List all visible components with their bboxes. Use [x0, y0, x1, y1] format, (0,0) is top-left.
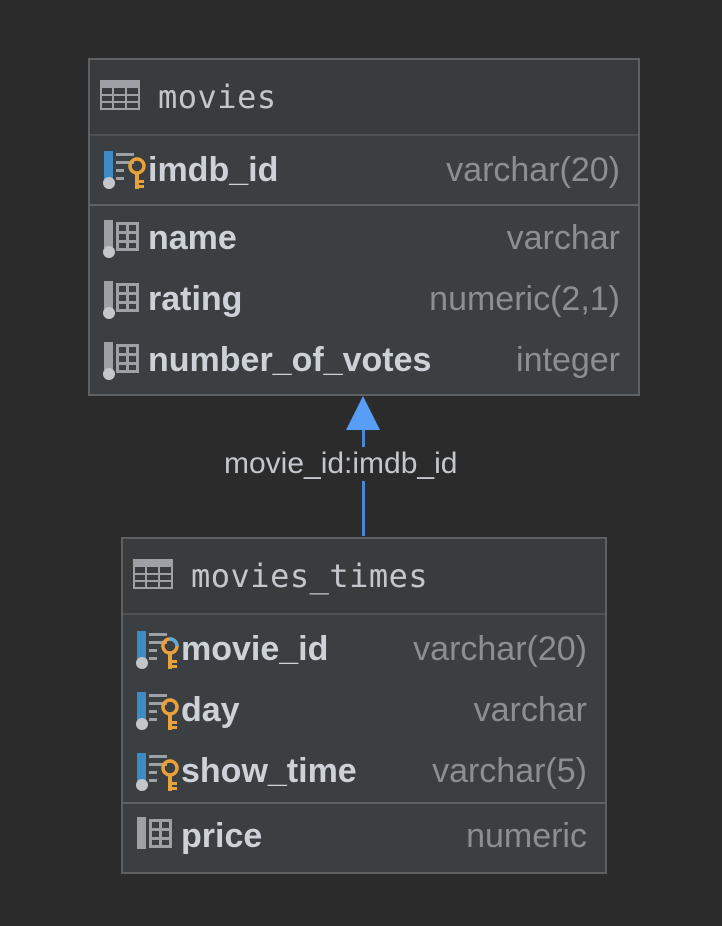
primary-key-section: movie_id varchar(20) day varch [123, 615, 605, 804]
column-icon [135, 815, 179, 857]
primary-key-column-icon [135, 690, 179, 732]
primary-key-column-icon [102, 149, 146, 191]
column-row[interactable]: movie_id varchar(20) [123, 619, 605, 680]
column-name: day [181, 691, 240, 729]
column-name: rating [148, 280, 243, 318]
column-name: imdb_id [148, 150, 279, 189]
column-row[interactable]: price numeric [123, 804, 605, 868]
column-row[interactable]: rating numeric(2,1) [90, 269, 638, 330]
column-icon [102, 218, 146, 260]
column-type: varchar(20) [413, 630, 587, 668]
column-row[interactable]: name varchar [90, 208, 638, 269]
column-row[interactable]: number_of_votes integer [90, 330, 638, 391]
relationship-line[interactable] [362, 426, 365, 536]
column-name: show_time [181, 752, 357, 790]
column-type: varchar(5) [432, 752, 587, 790]
primary-foreign-key-column-icon [135, 629, 179, 671]
columns-section: name varchar rating numeric(2,1) [90, 206, 638, 391]
column-name: price [181, 816, 263, 855]
arrow-head-icon [346, 396, 380, 430]
column-type: varchar [473, 691, 587, 729]
table-header[interactable]: movies [90, 60, 638, 136]
column-name: number_of_votes [148, 341, 432, 379]
column-name: movie_id [181, 630, 329, 668]
table-icon [100, 80, 140, 114]
column-row[interactable]: day varchar [123, 680, 605, 741]
movies-table[interactable]: movies imdb_id varchar(20) [88, 58, 640, 396]
column-icon [102, 340, 146, 382]
table-name: movies_times [191, 557, 429, 595]
column-row[interactable]: imdb_id varchar(20) [90, 136, 638, 204]
column-name: name [148, 219, 237, 257]
column-type: varchar(20) [446, 150, 620, 189]
column-type: numeric [466, 816, 587, 855]
column-row[interactable]: show_time varchar(5) [123, 741, 605, 802]
table-header[interactable]: movies_times [123, 539, 605, 615]
table-icon [133, 559, 173, 593]
primary-key-column-icon [135, 751, 179, 793]
table-name: movies [158, 78, 277, 116]
columns-section: price numeric [123, 804, 605, 868]
column-type: varchar [506, 219, 620, 257]
column-type: numeric(2,1) [429, 280, 620, 318]
relationship-label: movie_id:imdb_id [222, 447, 460, 481]
column-icon [102, 279, 146, 321]
primary-key-section: imdb_id varchar(20) [90, 136, 638, 206]
column-type: integer [516, 341, 620, 379]
movies-times-table[interactable]: movies_times movie_id va [121, 537, 607, 874]
